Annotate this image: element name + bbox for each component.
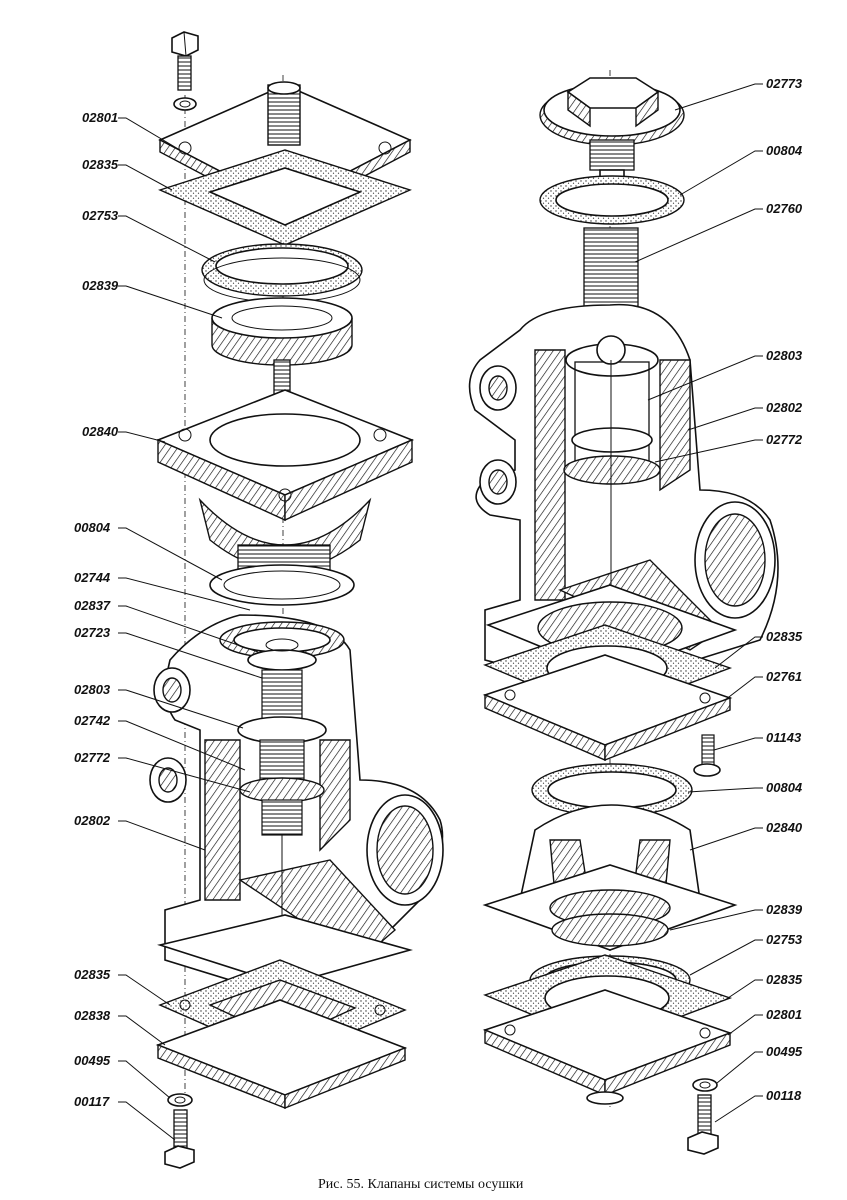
piston-02839-right bbox=[551, 913, 669, 947]
label-00804-left: 00804 bbox=[74, 520, 111, 535]
top-bolt bbox=[171, 31, 199, 111]
left-valve-assembly bbox=[149, 31, 444, 1169]
label-00117: 00117 bbox=[74, 1094, 110, 1109]
label-02840-left: 02840 bbox=[82, 424, 119, 439]
label-02742: 02742 bbox=[74, 713, 111, 728]
label-02772-right: 02772 bbox=[766, 432, 803, 447]
label-02837: 02837 bbox=[74, 598, 111, 613]
label-02839-right: 02839 bbox=[766, 902, 803, 917]
label-02772-left: 02772 bbox=[74, 750, 111, 765]
label-02801-right: 02801 bbox=[766, 1007, 802, 1022]
bottom-bolt-right bbox=[687, 1078, 719, 1155]
label-02803-right: 02803 bbox=[766, 348, 803, 363]
label-01143: 01143 bbox=[766, 730, 802, 745]
label-02723: 02723 bbox=[74, 625, 111, 640]
label-02835-left-top: 02835 bbox=[82, 157, 119, 172]
label-02744: 02744 bbox=[74, 570, 111, 585]
label-02835-right-mid: 02835 bbox=[766, 629, 803, 644]
washer-00804-left bbox=[209, 564, 355, 606]
valve-body-right bbox=[468, 303, 779, 691]
screw-01143 bbox=[693, 734, 721, 777]
label-02761: 02761 bbox=[766, 669, 802, 684]
bottom-bolt-left bbox=[164, 1093, 195, 1169]
ring-02753 bbox=[201, 243, 363, 303]
label-02753-left: 02753 bbox=[82, 208, 119, 223]
label-02802-left: 02802 bbox=[74, 813, 111, 828]
label-02840-right: 02840 bbox=[766, 820, 803, 835]
label-02838: 02838 bbox=[74, 1008, 111, 1023]
housing-02840 bbox=[155, 389, 415, 574]
label-00118: 00118 bbox=[766, 1088, 802, 1103]
label-02839-left: 02839 bbox=[82, 278, 119, 293]
labels-left: 02801 02835 02753 02839 02840 00804 0274… bbox=[74, 110, 119, 1109]
label-00804-right-top: 00804 bbox=[766, 143, 803, 158]
labels-right: 02773 00804 02760 02803 02802 02772 0283… bbox=[766, 76, 803, 1103]
label-02802-right: 02802 bbox=[766, 400, 803, 415]
label-02760: 02760 bbox=[766, 201, 803, 216]
leader-lines bbox=[118, 83, 763, 1141]
plate-02761 bbox=[482, 654, 733, 762]
figure-caption: Рис. 55. Клапаны системы осушки bbox=[318, 1177, 524, 1192]
bottom-plate-left bbox=[155, 999, 408, 1110]
label-02835-right-bottom: 02835 bbox=[766, 972, 803, 987]
gasket-top bbox=[158, 149, 412, 246]
label-02835-left-bottom: 02835 bbox=[74, 967, 111, 982]
bottom-plate-right bbox=[482, 989, 733, 1105]
label-02803-left: 02803 bbox=[74, 682, 111, 697]
label-00804-right-bottom: 00804 bbox=[766, 780, 803, 795]
right-valve-assembly bbox=[468, 70, 779, 1155]
label-02753-right: 02753 bbox=[766, 932, 803, 947]
label-00495-right: 00495 bbox=[766, 1044, 803, 1059]
spring-stack-left bbox=[237, 638, 327, 920]
label-02773: 02773 bbox=[766, 76, 803, 91]
valve-body-left bbox=[149, 614, 444, 986]
label-02801-left: 02801 bbox=[82, 110, 118, 125]
label-00495-left: 00495 bbox=[74, 1053, 111, 1068]
